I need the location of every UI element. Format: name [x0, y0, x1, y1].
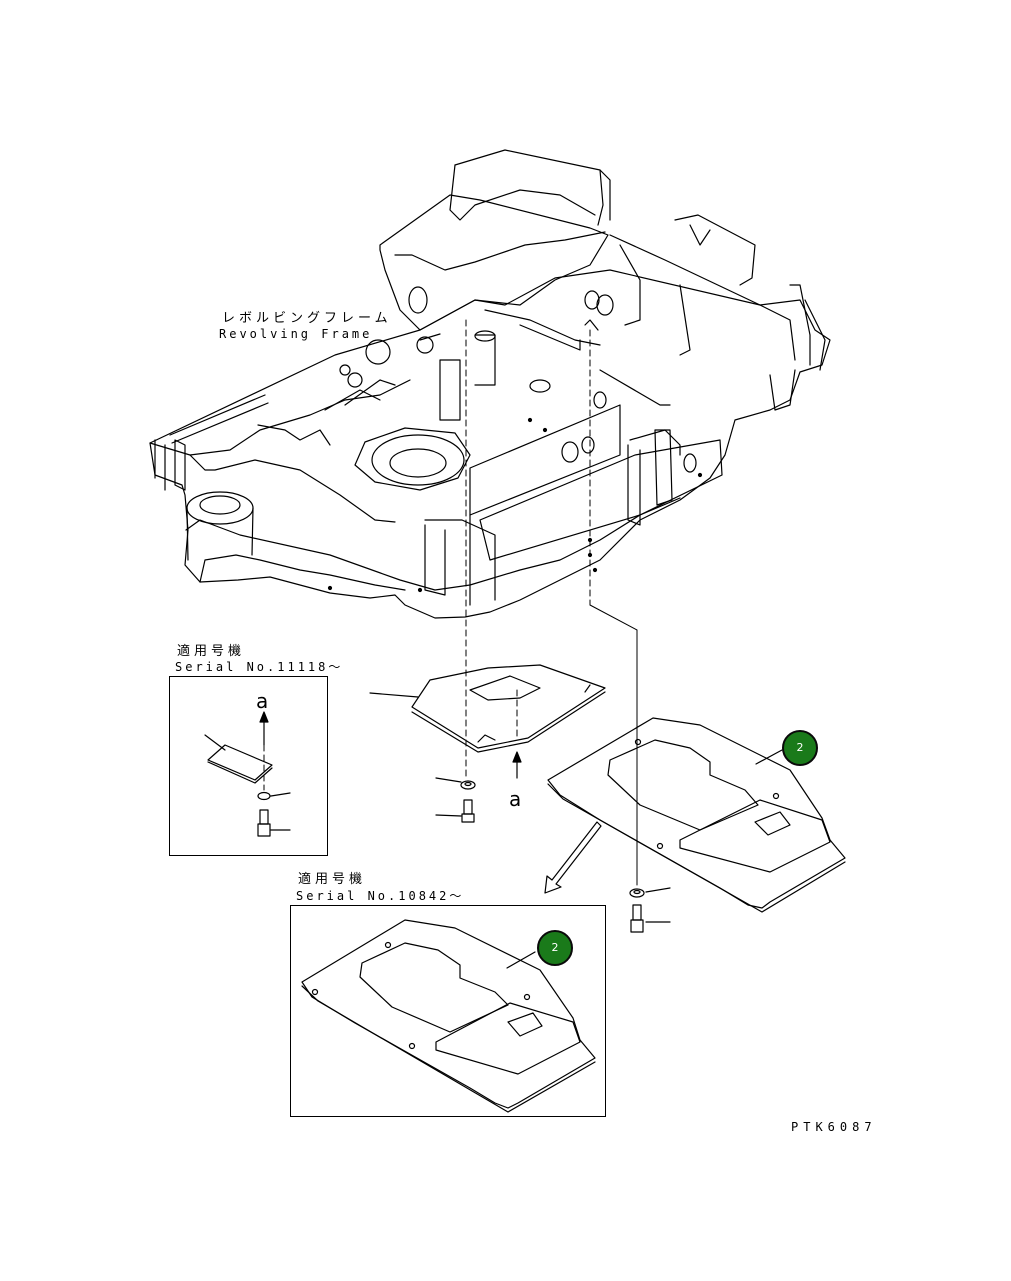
small-cover-plate: [369, 664, 606, 753]
large-cover-bolt: [630, 904, 671, 933]
small-plate-bolt: [435, 799, 475, 823]
inset-bottom-serial: Serial No.10842～: [296, 889, 465, 903]
inset-bottom-drawing: [301, 919, 596, 1113]
view-a-arrowhead: [512, 751, 522, 763]
inset-top-serial: Serial No.11118～: [175, 660, 344, 674]
inset-bottom-frame: [290, 905, 606, 1117]
frame-label-en: Revolving Frame: [219, 327, 373, 341]
assembly-dash-lines: [263, 319, 591, 791]
large-cover-washer: [629, 887, 671, 898]
assembly-line-right: [589, 604, 638, 886]
inset-top-drawing: [204, 711, 291, 837]
frame-leader-line: [419, 333, 441, 341]
view-a-letter: a: [509, 787, 522, 811]
part-callout-number: 2: [551, 941, 559, 954]
small-plate-washer: [435, 777, 476, 790]
frame-label-jp: レボルビングフレーム: [222, 311, 392, 326]
revolving-frame: [149, 149, 831, 619]
inset-bottom-header: 適用号機: [298, 872, 367, 887]
inset-top-view-letter: a: [256, 689, 269, 713]
inset-top-frame: [169, 676, 328, 856]
drawing-code: PTK6087: [791, 1120, 877, 1134]
part-callout-2-main[interactable]: 2: [782, 730, 818, 766]
inset-top-header: 適用号機: [177, 644, 246, 659]
part-callout-number: 2: [796, 741, 804, 754]
inset-pointer-arrow: [544, 821, 602, 894]
under-cover-main: [547, 717, 846, 913]
part-callout-2-inset[interactable]: 2: [537, 930, 573, 966]
